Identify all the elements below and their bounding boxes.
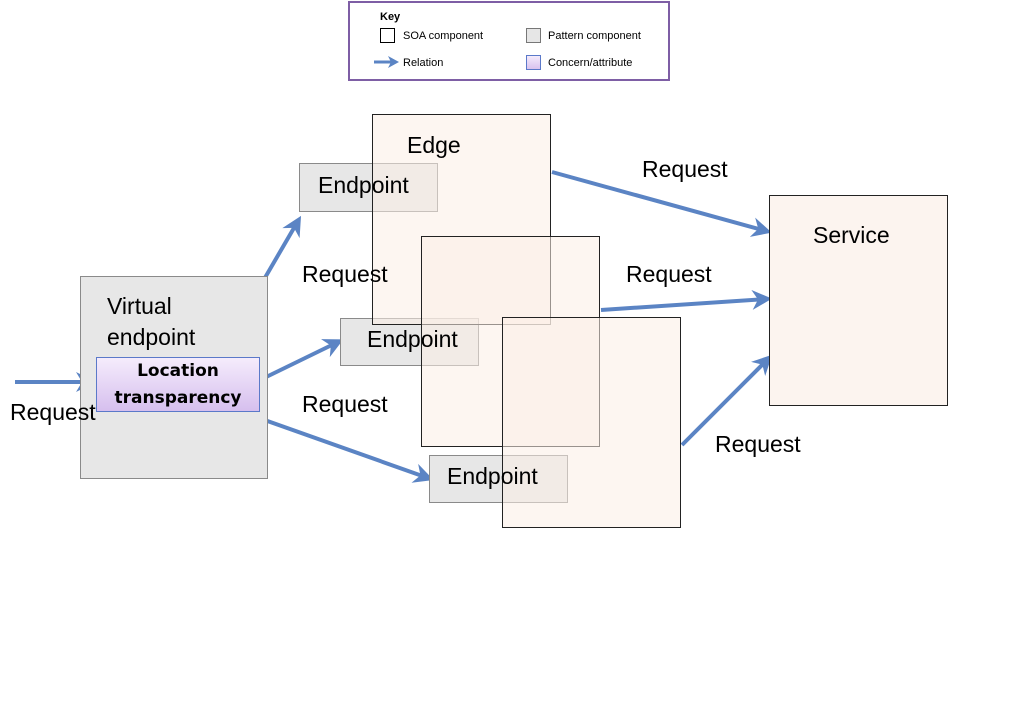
pattern-swatch-icon	[526, 28, 541, 43]
arrow-edge-2-to-service	[600, 289, 772, 312]
request-label-edge-1: Request	[642, 156, 728, 182]
edge-box-3	[502, 317, 681, 528]
concern-label-line2: transparency	[114, 388, 242, 408]
endpoint-label-2: Endpoint	[367, 326, 458, 352]
concern-swatch-icon	[526, 55, 541, 70]
legend-key: Key SOA component Pattern component Rela…	[348, 1, 670, 81]
arrow-to-endpoint-3	[241, 410, 434, 483]
request-label-incoming: Request	[10, 399, 96, 425]
legend-pattern-label: Pattern component	[548, 30, 641, 42]
concern-label-line1: Location	[137, 361, 219, 381]
request-label-edge-3: Request	[715, 431, 801, 457]
relation-arrow-icon	[374, 56, 399, 68]
service-label: Service	[813, 222, 890, 248]
arrow-to-endpoint-2	[259, 339, 344, 382]
edge-label: Edge	[407, 132, 461, 158]
virtual-endpoint-label-line2: endpoint	[107, 324, 196, 350]
legend-relation-label: Relation	[403, 57, 444, 69]
request-label-edge-2: Request	[626, 261, 712, 287]
request-label-to-endpoint-3: Request	[302, 391, 388, 417]
request-label-to-endpoint-1: Request	[302, 261, 388, 287]
endpoint-label-3: Endpoint	[447, 463, 538, 489]
service-box	[769, 195, 948, 406]
virtual-endpoint-label-line1: Virtual	[107, 293, 172, 319]
legend-soa-label: SOA component	[403, 30, 484, 42]
location-transparency-concern: Location transparency	[96, 357, 260, 412]
endpoint-label-1: Endpoint	[318, 172, 409, 198]
legend-concern-label: Concern/attribute	[548, 57, 633, 69]
soa-swatch-icon	[380, 28, 395, 43]
legend-title: Key	[380, 11, 401, 23]
